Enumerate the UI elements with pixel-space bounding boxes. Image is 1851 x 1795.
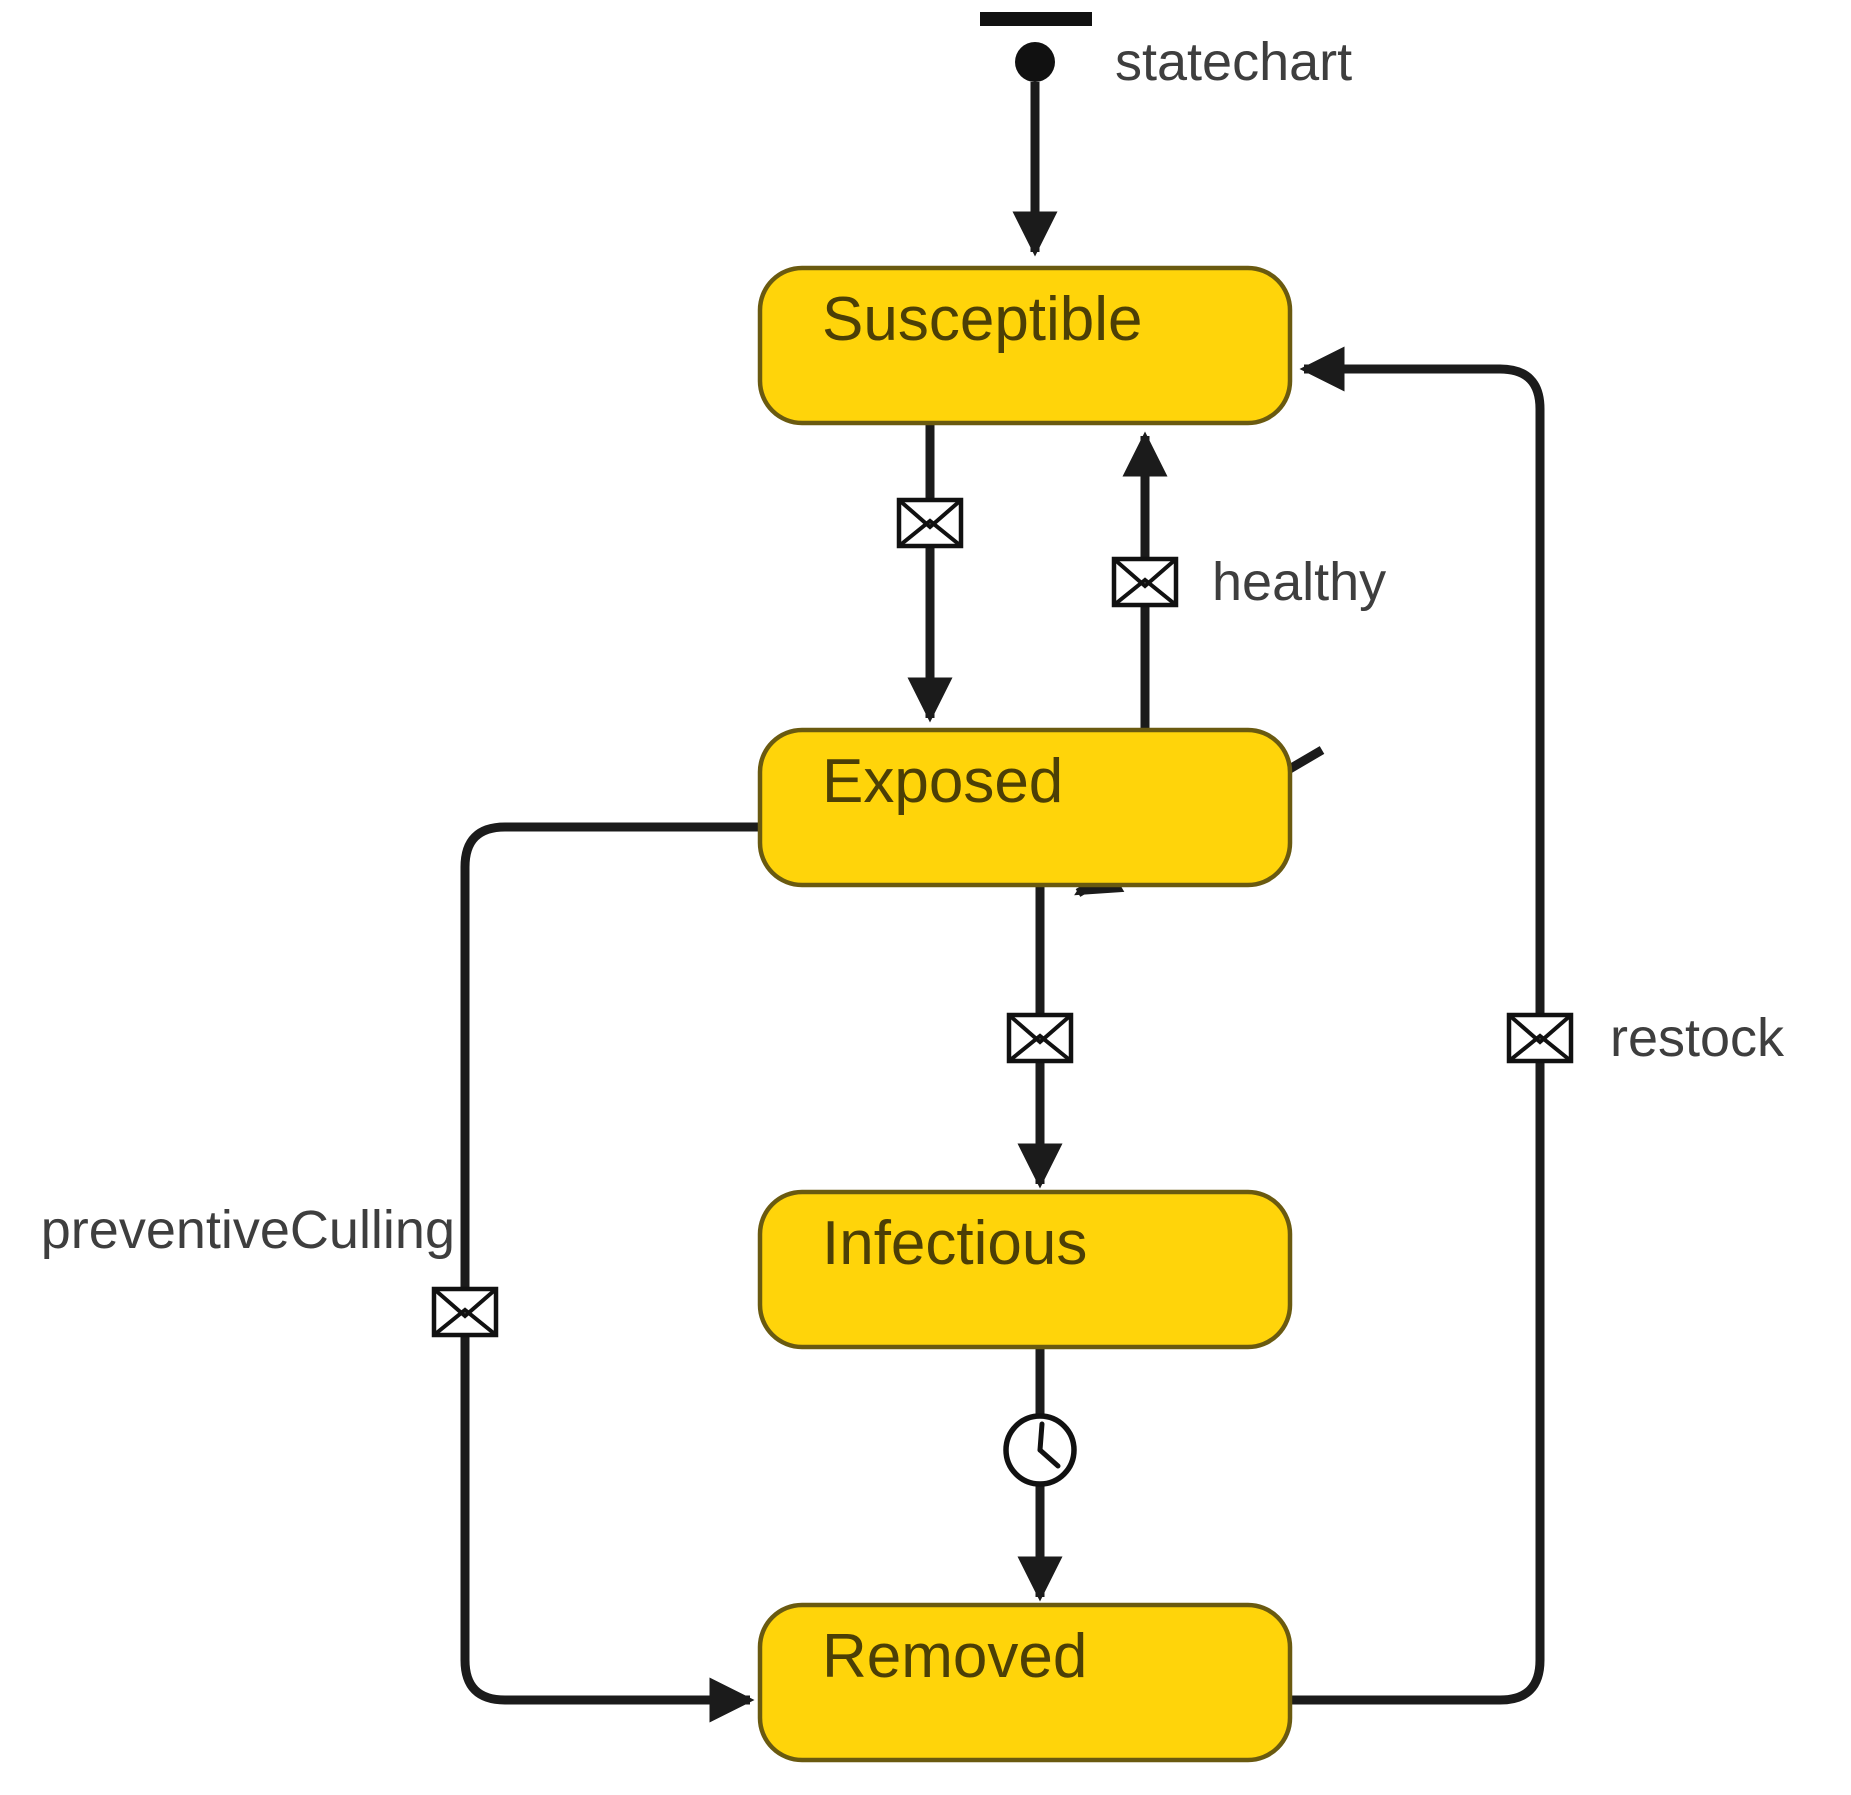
transition-exposed-to-infectious[interactable] [1006,885,1074,1189]
initial-state-marker[interactable] [980,12,1092,257]
state-infectious[interactable]: Infectious [757,1189,1293,1350]
transition-susceptible-to-exposed[interactable] [896,423,964,723]
message-envelope-icon[interactable] [1111,556,1179,608]
preventive-culling-arrow[interactable] [460,822,760,1723]
state-exposed-box[interactable] [757,727,1293,888]
transition-restock[interactable] [1290,346,1574,1705]
transition-infectious-to-removed[interactable] [1003,1347,1077,1602]
state-infectious-label: Infectious [822,1209,1087,1278]
message-envelope-icon[interactable] [1006,1012,1074,1064]
state-exposed-label: Exposed [822,747,1063,816]
state-removed[interactable]: Removed [757,1602,1293,1763]
statechart-title-label: statechart [1115,32,1352,92]
timeout-clock-icon[interactable] [1003,1413,1077,1487]
transition-healthy[interactable] [1111,431,1179,730]
state-susceptible-box[interactable] [757,265,1293,426]
state-removed-label: Removed [822,1622,1087,1691]
state-infectious-box[interactable] [757,1189,1293,1350]
preventive-culling-label: preventiveCulling [41,1200,455,1260]
transition-preventive-culling[interactable] [431,822,760,1723]
state-susceptible-label: Susceptible [822,285,1143,354]
initial-state-bar-icon [980,12,1092,26]
message-envelope-icon[interactable] [431,1286,499,1338]
message-envelope-icon[interactable] [896,497,964,549]
initial-state-dot-icon [1015,42,1055,82]
restock-label: restock [1610,1008,1785,1068]
message-envelope-icon[interactable] [1506,1012,1574,1064]
state-exposed[interactable]: Exposed [757,727,1293,888]
state-removed-box[interactable] [757,1602,1293,1763]
healthy-label: healthy [1212,552,1386,612]
state-susceptible[interactable]: Susceptible [757,265,1293,426]
